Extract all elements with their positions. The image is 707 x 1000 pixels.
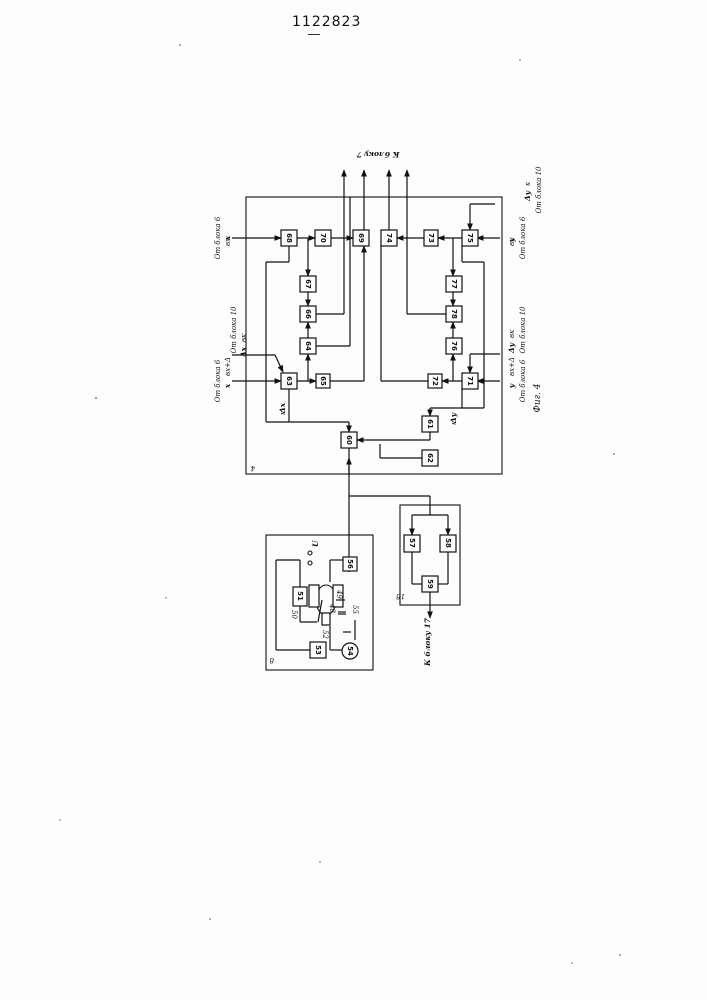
ydy-var-label: y bbox=[507, 383, 516, 389]
figure-caption: Фиг. 4 bbox=[533, 383, 543, 413]
block-58: 58 bbox=[440, 535, 456, 552]
block-56: 56 bbox=[343, 557, 357, 571]
svg-text:70: 70 bbox=[319, 233, 327, 243]
svg-text:72: 72 bbox=[431, 376, 439, 386]
to-block7-label: К блоку 7 bbox=[356, 150, 401, 159]
outputs-to-block7: К блоку 7 bbox=[344, 150, 407, 237]
svg-text:64: 64 bbox=[304, 341, 312, 351]
block-63: 63 bbox=[281, 373, 297, 389]
svg-text:67: 67 bbox=[304, 279, 312, 289]
block-70: 70 bbox=[315, 230, 331, 246]
block-54: 54 bbox=[342, 643, 358, 659]
svg-text:62: 62 bbox=[426, 453, 434, 463]
svg-text:51: 51 bbox=[296, 591, 304, 601]
dyk-top-label: Δy bbox=[523, 190, 532, 202]
ydy-from6-label: От блока 6 bbox=[519, 359, 527, 402]
block-78: 78 bbox=[446, 306, 462, 322]
block-64: 64 bbox=[300, 338, 316, 354]
xdx-sub-label: вх+Δ bbox=[224, 357, 232, 376]
dy-from10-top-label: От блока 10 bbox=[535, 166, 543, 214]
block-59: 59 bbox=[422, 576, 438, 592]
block-53: 53 bbox=[310, 642, 326, 658]
y-from6-label: От блока 6 bbox=[519, 216, 527, 259]
block-75: 75 bbox=[462, 230, 478, 246]
label-49: 49 bbox=[335, 589, 343, 599]
block-66: 66 bbox=[300, 306, 316, 322]
block-71: 71 bbox=[462, 373, 478, 389]
block-76: 76 bbox=[446, 338, 462, 354]
block-73: 73 bbox=[424, 230, 438, 246]
frame-4-label: 4 bbox=[251, 464, 256, 472]
block-57: 57 bbox=[404, 535, 420, 552]
svg-text:57: 57 bbox=[408, 538, 416, 548]
block-68: 68 bbox=[281, 230, 297, 246]
x-sub-label: вх bbox=[224, 238, 232, 246]
block-65: 65 bbox=[316, 374, 330, 388]
svg-text:77: 77 bbox=[450, 279, 458, 289]
dy-var-label: Δy bbox=[507, 342, 516, 354]
svg-text:73: 73 bbox=[427, 233, 435, 243]
xdx-var-label: x bbox=[223, 383, 232, 389]
block-74: 74 bbox=[381, 230, 397, 246]
xdx-from6-label: От блока 6 bbox=[214, 359, 222, 402]
label-55: 55 bbox=[351, 605, 359, 614]
dyk-top-sub-label: к bbox=[524, 181, 532, 186]
dy-from10-label: От блока 10 bbox=[519, 306, 527, 354]
dx-var-label: Δx bbox=[239, 346, 248, 358]
y-sub-label: вх bbox=[508, 238, 516, 246]
block-72: 72 bbox=[428, 374, 442, 388]
to-block17-label: К блоку 17 bbox=[423, 617, 432, 667]
frame-18-label: 18 bbox=[396, 592, 405, 600]
label-50: 50 bbox=[290, 610, 298, 619]
label-48: 48 bbox=[328, 603, 336, 613]
frame-8-label: 8 bbox=[269, 656, 274, 664]
dx-from10-label: От блока 10 bbox=[230, 306, 238, 354]
dy-sub-label: вк bbox=[508, 329, 516, 338]
svg-text:69: 69 bbox=[357, 233, 365, 243]
svg-text:66: 66 bbox=[304, 309, 312, 319]
svg-text:59: 59 bbox=[426, 579, 434, 589]
svg-text:65: 65 bbox=[319, 376, 327, 386]
svg-text:75: 75 bbox=[466, 233, 474, 243]
svg-text:68: 68 bbox=[285, 233, 293, 243]
svg-text:61: 61 bbox=[426, 419, 434, 429]
svg-text:60: 60 bbox=[345, 435, 353, 445]
svg-text:74: 74 bbox=[385, 233, 393, 243]
block-51: 51 bbox=[293, 587, 307, 606]
svg-text:56: 56 bbox=[346, 559, 354, 569]
block-62: 62 bbox=[422, 450, 438, 466]
dx-sub-label: вк bbox=[240, 333, 248, 342]
svg-text:58: 58 bbox=[444, 538, 452, 548]
svg-text:54: 54 bbox=[346, 646, 354, 656]
block-61: 61 bbox=[422, 416, 438, 432]
svg-text:78: 78 bbox=[450, 309, 458, 319]
block-69: 69 bbox=[353, 230, 369, 246]
block-60: 60 bbox=[341, 432, 357, 448]
svg-text:76: 76 bbox=[450, 341, 458, 351]
u-label: U bbox=[311, 540, 320, 547]
svg-text:53: 53 bbox=[314, 645, 322, 655]
block-67: 67 bbox=[300, 276, 316, 292]
x-from6-label: От блока 6 bbox=[214, 216, 222, 259]
ydy-sub-label: вх+Δ bbox=[508, 357, 516, 376]
label-52: 52 bbox=[321, 630, 329, 639]
block-77: 77 bbox=[446, 276, 462, 292]
svg-text:63: 63 bbox=[285, 376, 293, 386]
svg-text:71: 71 bbox=[466, 376, 474, 386]
